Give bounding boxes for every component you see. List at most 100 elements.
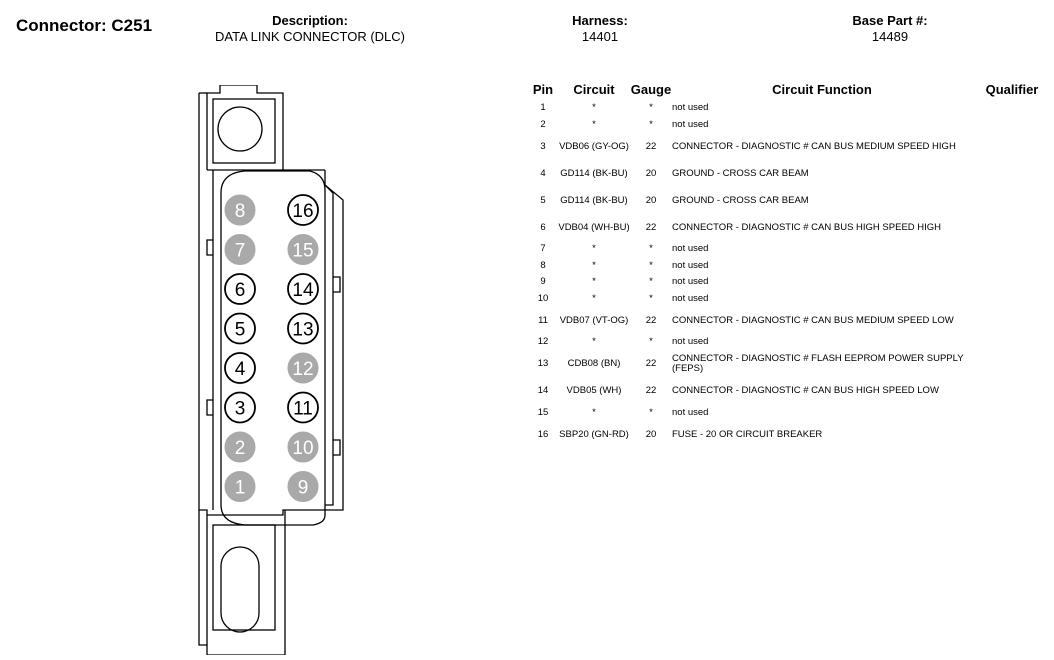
harness-block: Harness: 14401: [540, 13, 660, 45]
qualifier-cell: [972, 100, 1052, 117]
pin-cell: 3: [540, 140, 546, 152]
circuit-function-cell: not used: [672, 406, 709, 418]
pin-circle: [224, 391, 256, 424]
pin-circle: [287, 352, 319, 384]
table-row: 10**not used: [528, 291, 1052, 308]
pin-number-label: 12: [292, 359, 313, 380]
circuit-cell: CDB08 (BN): [567, 358, 621, 369]
table-row: 8**not used: [528, 258, 1052, 275]
circuit-function-cell: CONNECTOR - DIAGNOSTIC # CAN BUS MEDIUM …: [672, 314, 954, 326]
pin-number-label: 15: [292, 241, 313, 262]
pin-15-marker: 15: [287, 234, 319, 265]
qualifier-cell: [972, 117, 1052, 134]
pin-2-marker: 2: [224, 431, 256, 463]
qualifier-cell: [972, 378, 1052, 405]
qualifier-cell: [972, 405, 1052, 422]
pin-cell: 7: [540, 243, 546, 255]
table-row: 11 VDB07 (VT-OG) 22 CONNECTOR - DIAGNOSTIC …: [528, 307, 1052, 334]
circuit-function-cell: not used: [672, 336, 709, 348]
circuit-function-cell: GROUND - CROSS CAR BEAM: [672, 194, 809, 206]
circuit-function-cell: not used: [672, 102, 709, 114]
base-part-value: 14489: [871, 29, 909, 44]
connector-title: Connector: C251: [16, 16, 153, 35]
pin-number-label: 4: [235, 359, 246, 380]
pin-circle: [224, 312, 256, 345]
pin-number-label: 14: [292, 280, 314, 301]
qualifier-cell: [972, 351, 1052, 378]
circuit-cell: *: [592, 336, 596, 348]
circuit-cell: *: [592, 102, 596, 114]
pin-cell: 12: [537, 336, 549, 348]
pin-circle: [287, 273, 319, 305]
gauge-cell: 22: [645, 314, 657, 326]
circuit-function-cell: not used: [672, 292, 709, 304]
pin-cell: 16: [537, 428, 549, 440]
table-row: 15**not used: [528, 405, 1052, 422]
pin-12-marker: 12: [287, 352, 319, 384]
qualifier-cell: [972, 307, 1052, 334]
circuit-cell: *: [592, 243, 596, 255]
header-circuit: Circuit: [573, 82, 615, 97]
circuit-function-cell: not used: [672, 259, 709, 271]
pin-cell: 11: [538, 314, 548, 326]
circuit-cell: VDB07 (VT-OG): [559, 314, 629, 326]
description-block: Description: DATA LINK CONNECTOR (DLC): [200, 13, 420, 45]
pin-cell: 14: [537, 385, 549, 396]
qualifier-cell: [972, 187, 1052, 214]
gauge-cell: *: [649, 406, 653, 418]
pin-1-marker: 1: [224, 471, 256, 502]
description-label: Description:: [272, 13, 348, 28]
gauge-cell: *: [649, 102, 653, 114]
pin-9-marker: 9: [287, 471, 319, 502]
circuit-cell: *: [592, 259, 596, 271]
pin-circle: [287, 471, 319, 502]
pin-13-marker: 13: [287, 312, 319, 345]
pin-circle: [224, 234, 256, 265]
pin-14-marker: 14: [287, 273, 319, 305]
header-gauge: Gauge: [630, 82, 672, 97]
pin-circle: [287, 391, 319, 424]
pin-8-marker: 8: [224, 194, 256, 226]
qualifier-cell: [972, 133, 1052, 160]
harness-label: Harness:: [572, 13, 628, 28]
table-row: 7**not used: [528, 241, 1052, 258]
gauge-cell: 20: [645, 167, 657, 179]
circuit-function-cell: CONNECTOR - DIAGNOSTIC # FLASH EEPROM PO…: [672, 353, 964, 374]
gauge-cell: 22: [645, 385, 657, 396]
gauge-cell: *: [649, 118, 653, 130]
table-row: 9**not used: [528, 274, 1052, 291]
circuit-cell: *: [592, 292, 596, 304]
circuit-cell: GD114 (BK-BU): [560, 194, 628, 206]
base-part-label: Base Part #:: [852, 13, 928, 28]
pin-circle: [287, 194, 319, 226]
circuit-cell: *: [592, 118, 596, 130]
connector-housing: [198, 85, 344, 655]
pin-cell: 9: [540, 276, 546, 288]
gauge-cell: *: [649, 276, 653, 288]
header-circuit-function: Circuit Function: [772, 82, 872, 97]
circuit-function-cell: FUSE - 20 OR CIRCUIT BREAKER: [672, 428, 823, 440]
circuit-function-cell: CONNECTOR - DIAGNOSTIC # CAN BUS MEDIUM …: [672, 140, 956, 152]
circuit-cell: SBP20 (GN-RD): [559, 428, 629, 440]
table-row: 2**not used: [528, 117, 1052, 134]
pin-number-label: 3: [235, 399, 246, 420]
gauge-cell: 22: [645, 358, 657, 369]
pin-circle: [224, 273, 256, 305]
circuit-cell: VDB06 (GY-OG): [559, 140, 629, 152]
circuit-function-cell: not used: [672, 118, 709, 130]
circuit-function-cell: GROUND - CROSS CAR BEAM: [672, 167, 809, 179]
pin-5-marker: 5: [224, 312, 256, 345]
pin-11-marker: 11: [287, 391, 319, 424]
circuit-cell: *: [592, 276, 596, 288]
gauge-cell: *: [649, 336, 653, 348]
table-header-row: Pin Circuit Gauge Circuit Function Quali…: [528, 82, 1052, 100]
pin-16-marker: 16: [287, 194, 319, 226]
gauge-cell: *: [649, 292, 653, 304]
qualifier-cell: [972, 421, 1052, 448]
pin-4-marker: 4: [224, 352, 256, 384]
